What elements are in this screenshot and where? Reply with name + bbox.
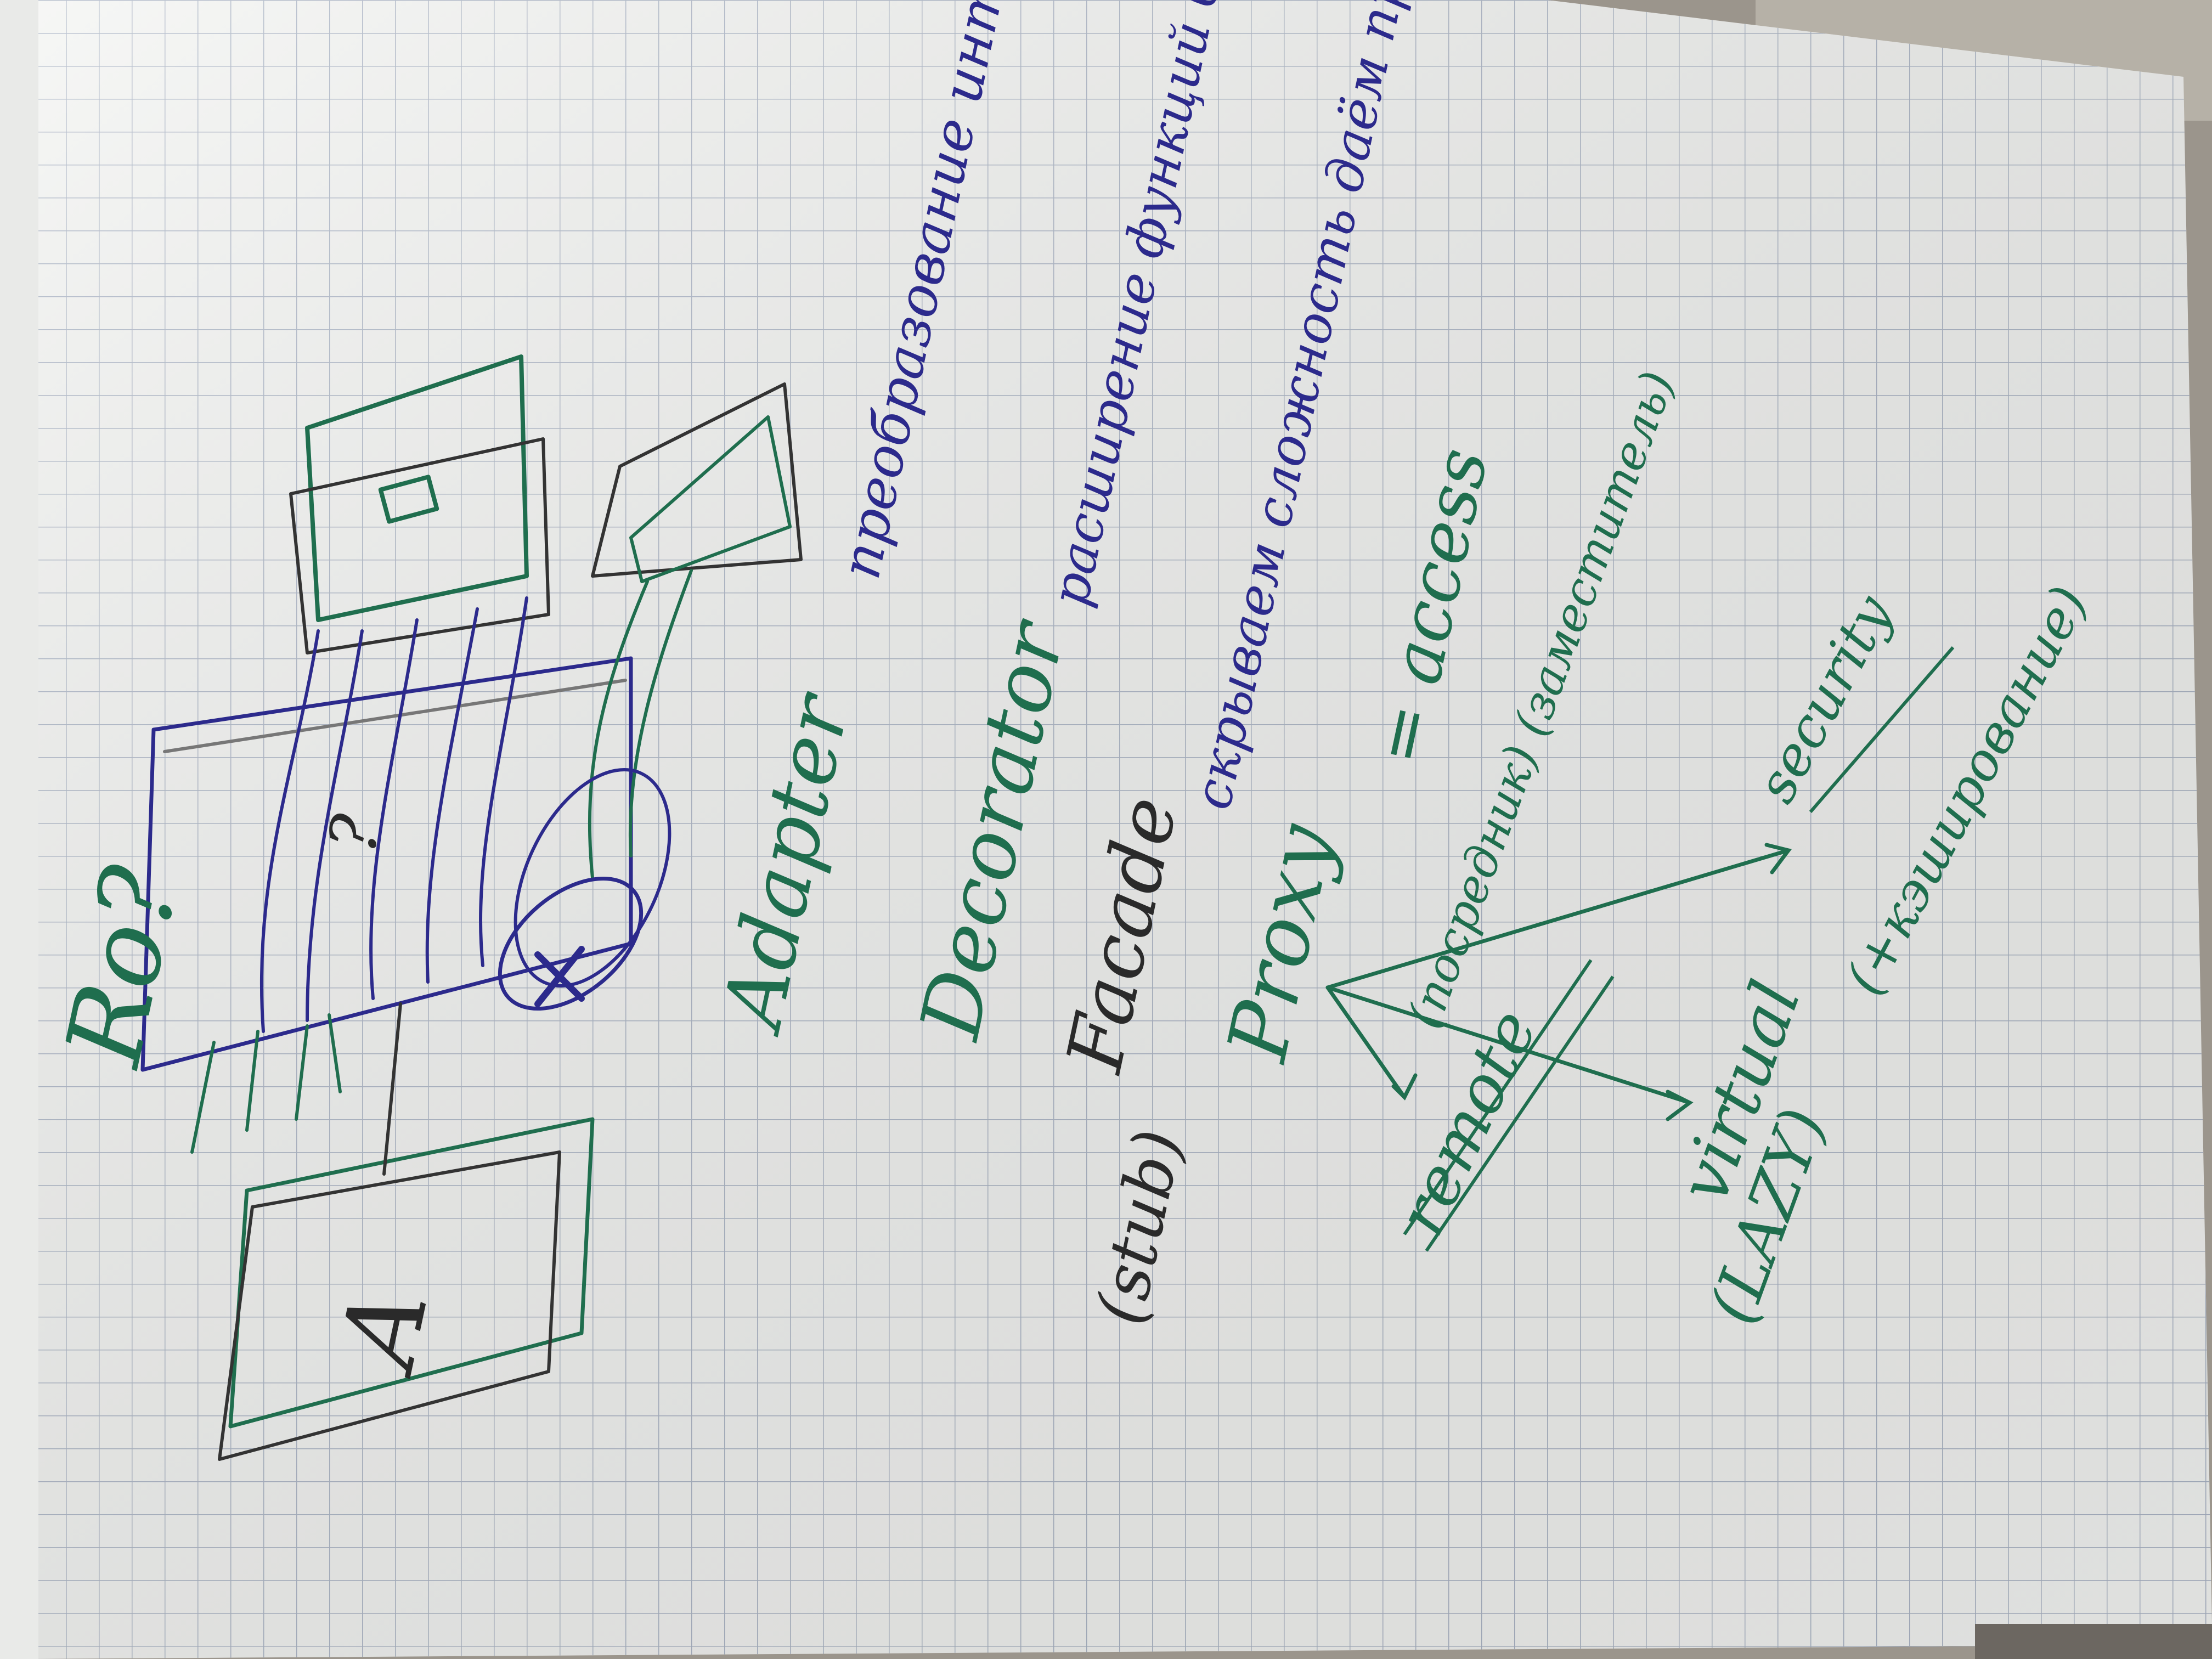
security-underline xyxy=(1809,646,1955,813)
client-box xyxy=(228,1117,595,1429)
left-diagram xyxy=(140,354,803,1461)
binder-rod xyxy=(1975,1624,2212,1659)
blocked-circle-outer xyxy=(514,768,672,988)
remote-underline-2 xyxy=(1425,975,1615,1252)
subsystem-window-2 xyxy=(289,437,550,654)
system-box-shadow xyxy=(163,679,627,753)
client-box-shadow xyxy=(218,1150,561,1461)
remote-underline xyxy=(1403,959,1593,1235)
small-green-box xyxy=(378,475,439,524)
blocked-circle xyxy=(498,876,644,1011)
subsystem-window-4 xyxy=(629,415,792,583)
paper-left-edge xyxy=(0,0,38,1659)
bottom-arrows xyxy=(190,1013,342,1154)
connection-arrows xyxy=(259,569,693,1033)
subsystem-window-3 xyxy=(591,382,803,578)
subsystem-window-1 xyxy=(305,354,529,622)
proxy-branch-arrows xyxy=(1325,843,1792,1121)
cross-mark xyxy=(534,946,585,1007)
client-link xyxy=(382,1002,402,1176)
